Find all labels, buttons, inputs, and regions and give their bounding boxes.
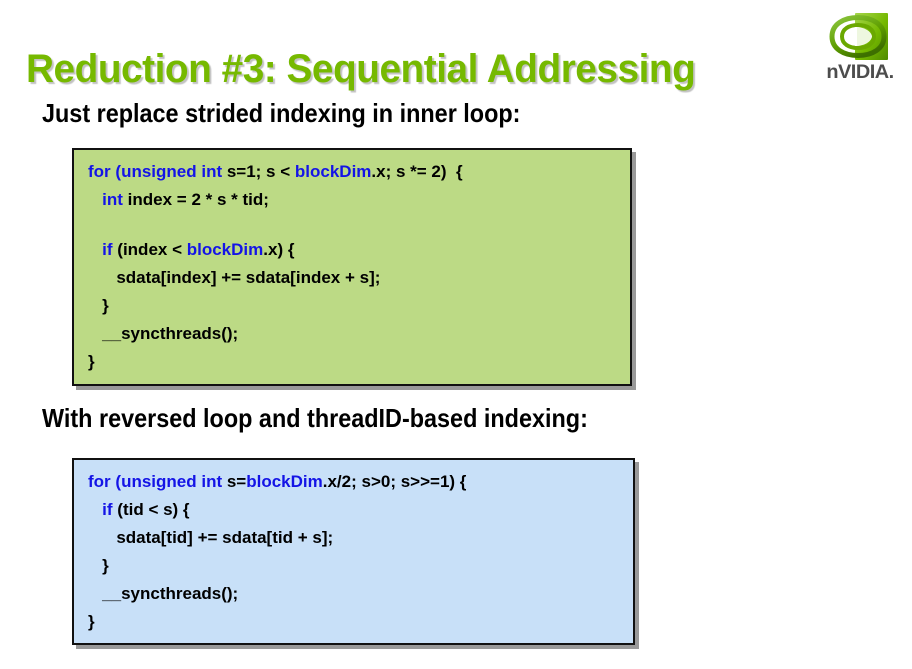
code-token: int (102, 190, 123, 209)
code-token: unsigned int (121, 162, 223, 181)
code-indent (88, 268, 116, 287)
code-token: (index < (112, 240, 187, 259)
code-token: } (102, 556, 109, 575)
code-indent (88, 240, 102, 259)
code-indent (88, 556, 102, 575)
code-line: if (tid < s) { (88, 496, 623, 524)
code-token: ( (115, 162, 122, 181)
code-token: } (88, 612, 95, 631)
code-token: } (102, 296, 109, 315)
code-block-strided-indexing: for (unsigned int s=1; s < blockDim.x; s… (72, 148, 632, 386)
code-indent (88, 296, 102, 315)
code-token: .x/2; s>0; s>>=1) { (322, 472, 467, 491)
section-heading-strided: Just replace strided indexing in inner l… (42, 98, 521, 128)
code-token: if (102, 500, 113, 519)
code-token: sdata[tid] += sdata[tid + s]; (116, 528, 334, 547)
code-token: for (88, 472, 116, 491)
code-indent (88, 190, 102, 209)
code-token: unsigned int (121, 472, 223, 491)
code-line: int index = 2 * s * tid; (88, 186, 620, 214)
code-token: sdata[index] += sdata[index + s]; (116, 268, 381, 287)
page-title: Reduction #3: Sequential Addressing (26, 46, 696, 91)
code-line: } (88, 348, 620, 376)
code-line: for (unsigned int s=1; s < blockDim.x; s… (88, 158, 620, 186)
code-indent (88, 500, 102, 519)
code-token: __syncthreads(); (102, 324, 239, 343)
code-token: s= (222, 472, 247, 491)
code-line: __syncthreads(); (88, 320, 620, 348)
code-block-reversed-loop: for (unsigned int s=blockDim.x/2; s>0; s… (72, 458, 635, 645)
code-token: if (102, 240, 113, 259)
nvidia-eye-icon (828, 12, 890, 62)
code-token: .x) { (263, 240, 295, 259)
code-line: __syncthreads(); (88, 580, 623, 608)
code-indent (88, 584, 102, 603)
code-line: } (88, 292, 620, 320)
code-line: } (88, 608, 623, 636)
code-line: if (index < blockDim.x) { (88, 236, 620, 264)
code-indent (88, 528, 116, 547)
code-token: blockDim (246, 472, 323, 491)
code-token: for (88, 162, 116, 181)
code-token: ( (115, 472, 122, 491)
nvidia-logo: nVIDIA. (816, 12, 904, 86)
code-token: __syncthreads(); (102, 584, 239, 603)
code-token: s=1; s < (222, 162, 295, 181)
code-token: (tid < s) { (112, 500, 190, 519)
code-line: sdata[index] += sdata[index + s]; (88, 264, 620, 292)
code-line: sdata[tid] += sdata[tid + s]; (88, 524, 623, 552)
code-indent (88, 324, 102, 343)
code-token: blockDim (294, 162, 372, 181)
code-token: index = 2 * s * tid; (122, 190, 269, 209)
code-line: } (88, 552, 623, 580)
nvidia-wordmark: nVIDIA. (826, 62, 894, 83)
code-line (88, 214, 620, 236)
code-line: for (unsigned int s=blockDim.x/2; s>0; s… (88, 468, 623, 496)
code-token: } (88, 352, 95, 371)
code-token: .x; s *= 2) { (371, 162, 463, 181)
section-heading-reversed: With reversed loop and threadID-based in… (42, 403, 588, 433)
code-token: blockDim (186, 240, 264, 259)
